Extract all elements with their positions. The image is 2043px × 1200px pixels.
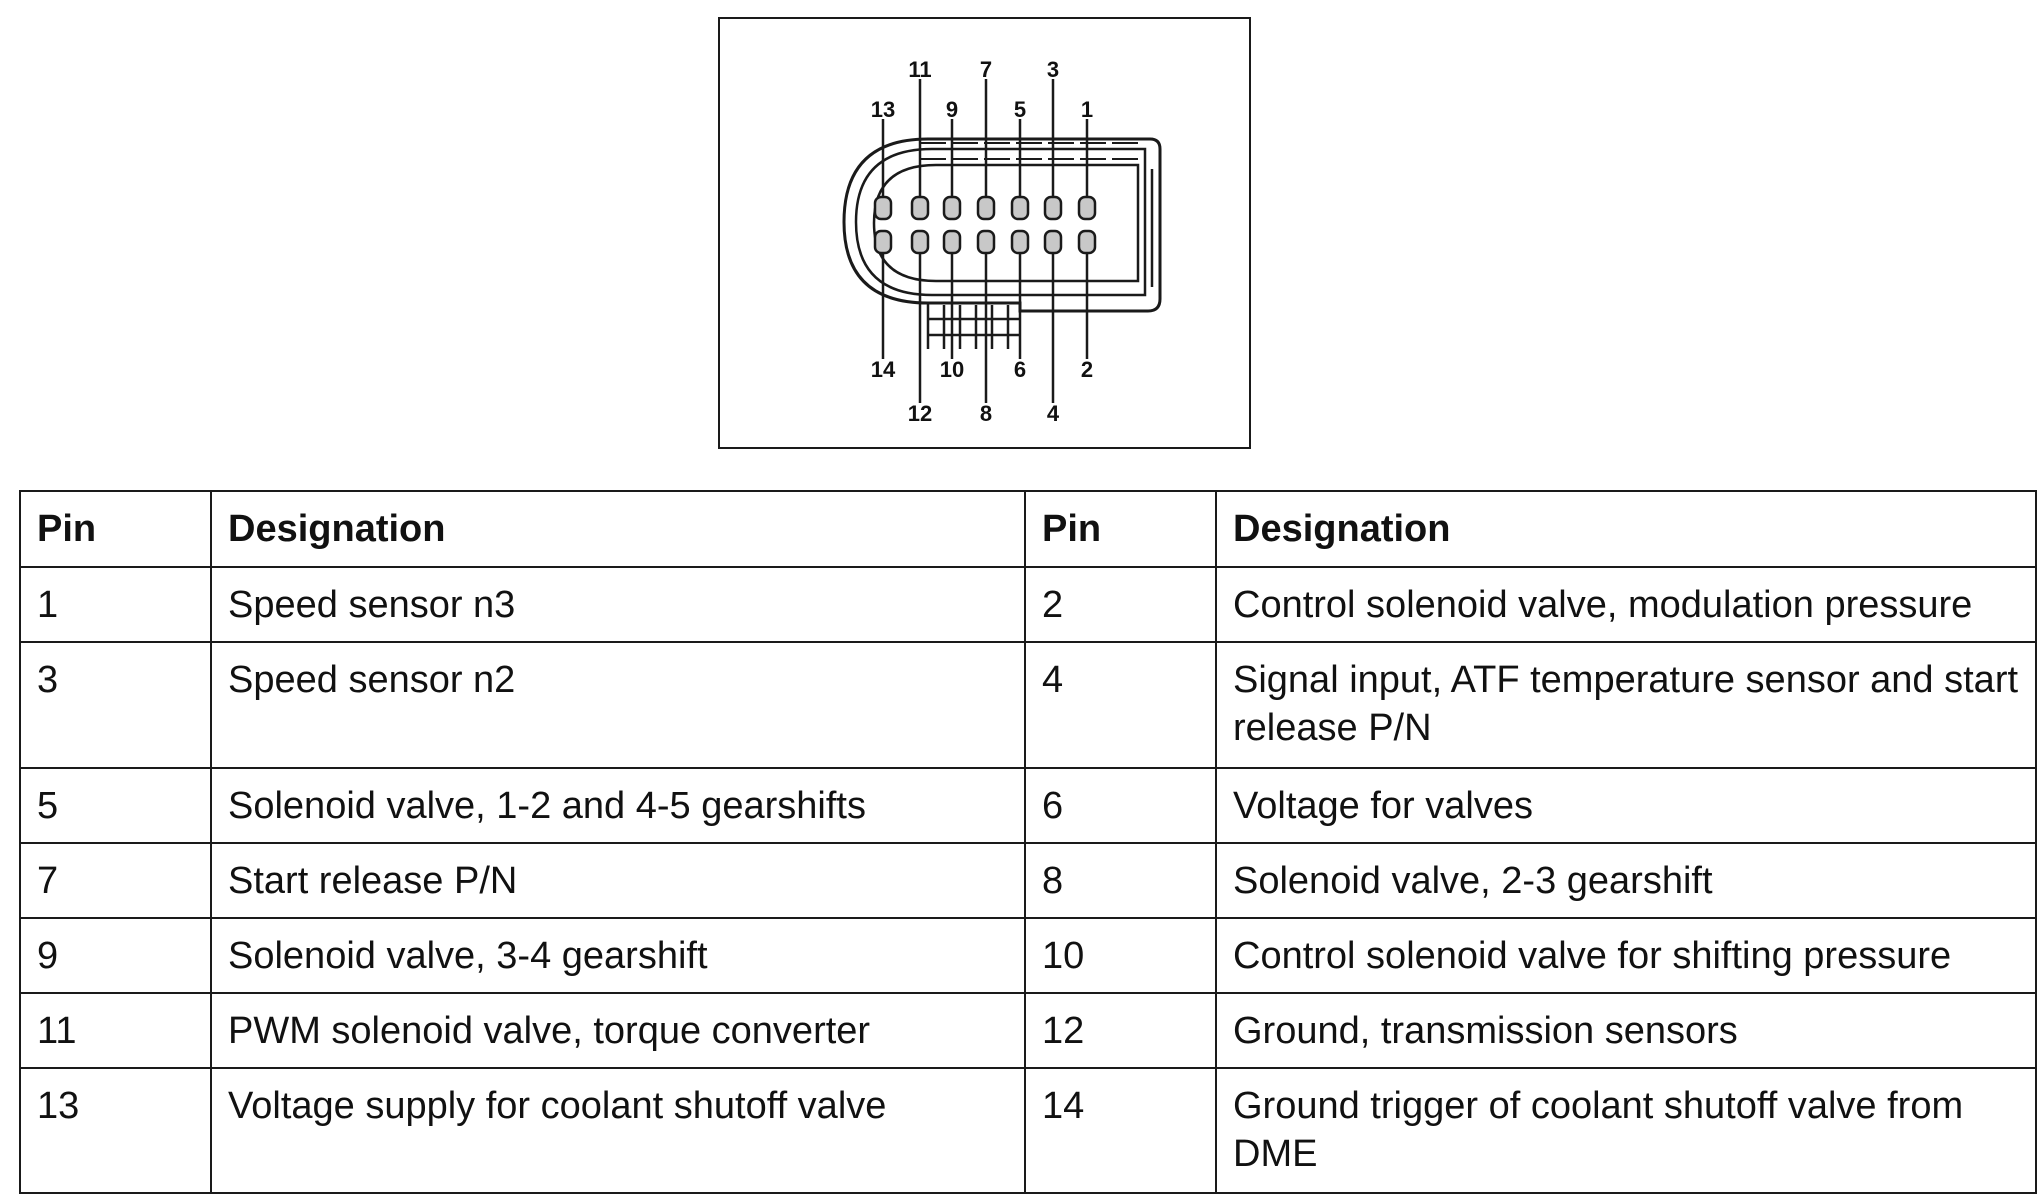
pin-contact-9: [942, 195, 962, 221]
table-row: 1 Speed sensor n3 2 Control solenoid val…: [19, 566, 2037, 643]
pin-contact-7: [976, 195, 996, 221]
pin-contact-4: [1043, 229, 1063, 255]
pin-cell: 4: [1024, 641, 1217, 769]
pin-cell: 10: [1024, 917, 1217, 994]
pin-contact-13: [873, 195, 893, 221]
pin-label-12: 12: [908, 401, 932, 426]
pin-contact-14: [873, 229, 893, 255]
designation-cell: Control solenoid valve for shifting pres…: [1215, 917, 2037, 994]
pin-cell: 9: [19, 917, 212, 994]
header-pin-right: Pin: [1024, 490, 1217, 568]
pin-contact-6: [1010, 229, 1030, 255]
designation-cell: Ground trigger of coolant shutoff valve …: [1215, 1067, 2037, 1194]
pin-contact-10: [942, 229, 962, 255]
table-row: 11 PWM solenoid valve, torque converter …: [19, 992, 2037, 1069]
designation-cell: Voltage for valves: [1215, 767, 2037, 844]
table-row: 5 Solenoid valve, 1-2 and 4-5 gearshifts…: [19, 767, 2037, 844]
pin-cell: 13: [19, 1067, 212, 1194]
pin-cell: 3: [19, 641, 212, 769]
pin-cell: 2: [1024, 566, 1217, 643]
pin-cell: 8: [1024, 842, 1217, 919]
connector-housing-outer: [842, 137, 1162, 313]
pin-label-9: 9: [946, 97, 958, 122]
bottom-key-slots: [926, 303, 1020, 349]
pin-cell: 5: [19, 767, 212, 844]
header-designation-right: Designation: [1215, 490, 2037, 568]
pin-assignment-table: Pin Designation Pin Designation 1 Speed …: [19, 490, 2037, 1194]
designation-cell: Ground, transmission sensors: [1215, 992, 2037, 1069]
pin-label-6: 6: [1014, 357, 1026, 382]
connector-drawing: 11 7 3 13 9 5 1 14 10 6 2 12 8 4: [842, 57, 1162, 426]
pin-cell: 7: [19, 842, 212, 919]
pin-contacts: [873, 195, 1097, 255]
table-row: 7 Start release P/N 8 Solenoid valve, 2-…: [19, 842, 2037, 919]
pin-contact-12: [910, 229, 930, 255]
leader-lines-top: [881, 79, 1089, 201]
pin-cell: 14: [1024, 1067, 1217, 1194]
pin-label-5: 5: [1014, 97, 1026, 122]
header-pin-left: Pin: [19, 490, 212, 568]
pin-contact-11: [910, 195, 930, 221]
pin-label-13: 13: [871, 97, 895, 122]
table-header-row: Pin Designation Pin Designation: [19, 490, 2037, 568]
pin-label-1: 1: [1081, 97, 1093, 122]
pin-cell: 1: [19, 566, 212, 643]
designation-cell: Speed sensor n2: [210, 641, 1026, 769]
pin-cell: 6: [1024, 767, 1217, 844]
pin-contact-5: [1010, 195, 1030, 221]
designation-cell: Start release P/N: [210, 842, 1026, 919]
pin-label-3: 3: [1047, 57, 1059, 82]
pin-cell: 12: [1024, 992, 1217, 1069]
connector-housing-middle: [854, 147, 1147, 297]
designation-cell: Solenoid valve, 1-2 and 4-5 gearshifts: [210, 767, 1026, 844]
pin-label-7: 7: [980, 57, 992, 82]
designation-cell: PWM solenoid valve, torque converter: [210, 992, 1026, 1069]
designation-cell: Speed sensor n3: [210, 566, 1026, 643]
designation-cell: Solenoid valve, 3-4 gearshift: [210, 917, 1026, 994]
table-row: 9 Solenoid valve, 3-4 gearshift 10 Contr…: [19, 917, 2037, 994]
designation-cell: Voltage supply for coolant shutoff valve: [210, 1067, 1026, 1194]
designation-cell: Signal input, ATF temperature sensor and…: [1215, 641, 2037, 769]
table-row: 13 Voltage supply for coolant shutoff va…: [19, 1067, 2037, 1194]
header-designation-left: Designation: [210, 490, 1026, 568]
pin-label-8: 8: [980, 401, 992, 426]
designation-cell: Solenoid valve, 2-3 gearshift: [1215, 842, 2037, 919]
pin-contact-8: [976, 229, 996, 255]
table-row: 3 Speed sensor n2 4 Signal input, ATF te…: [19, 641, 2037, 769]
pin-cell: 11: [19, 992, 212, 1069]
pin-label-2: 2: [1081, 357, 1093, 382]
leader-lines-bottom: [881, 245, 1089, 403]
pin-contact-1: [1077, 195, 1097, 221]
designation-cell: Control solenoid valve, modulation press…: [1215, 566, 2037, 643]
pin-contact-2: [1077, 229, 1097, 255]
pin-label-4: 4: [1047, 401, 1060, 426]
pin-contact-3: [1043, 195, 1063, 221]
connector-housing-inner: [872, 163, 1140, 283]
pin-label-14: 14: [871, 357, 896, 382]
pin-label-10: 10: [940, 357, 964, 382]
pin-label-11: 11: [908, 57, 931, 82]
connector-diagram: 11 7 3 13 9 5 1 14 10 6 2 12 8 4: [718, 17, 1251, 449]
